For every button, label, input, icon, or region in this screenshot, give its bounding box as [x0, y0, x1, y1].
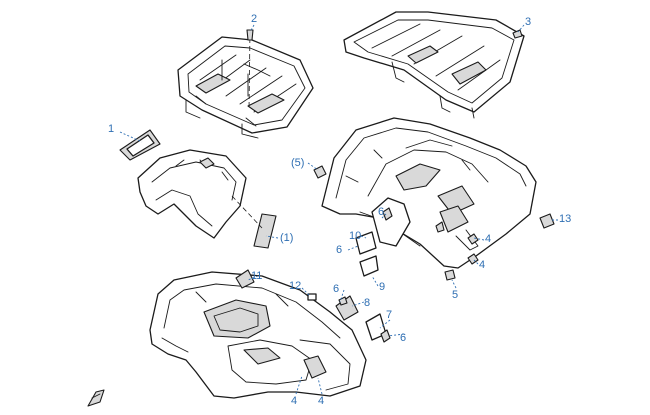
callout-9: 9: [379, 281, 385, 293]
callout-2: 2: [251, 13, 257, 25]
front-body-panel: [149, 271, 367, 399]
leader-line-7: [451, 279, 457, 289]
decal-5: [444, 269, 456, 281]
callout-4b: 4: [479, 259, 485, 271]
decal-1-paren: [253, 213, 277, 249]
callout-13: 13: [559, 213, 571, 225]
leader-line-18: [247, 275, 259, 281]
decal-11: [235, 269, 255, 289]
rack-bolt: [246, 29, 254, 41]
screw-4-upper: [467, 233, 479, 245]
clip-6-mid: [338, 296, 348, 306]
decal-dash-line: [231, 195, 263, 229]
decal-5-small: [313, 165, 327, 179]
screw-4-lower: [467, 253, 479, 265]
callout-8: 8: [364, 297, 370, 309]
callout-4d: 4: [318, 395, 324, 407]
front-rack-clip: [512, 29, 523, 39]
callout-6b: 6: [336, 244, 342, 256]
callout-12: 12: [289, 280, 301, 292]
leader-line-2: [517, 24, 525, 33]
callout-6c: 6: [333, 283, 339, 295]
leader-line-10: [381, 213, 387, 219]
leader-line-11: [347, 245, 359, 251]
screw-4-side: [435, 221, 445, 233]
callout-6a: 6: [378, 206, 384, 218]
callout-5p: (5): [291, 157, 304, 169]
leader-line-6: [317, 377, 323, 395]
leader-line-1: [249, 24, 255, 33]
callout-10: 10: [349, 230, 361, 242]
leader-line-17: [360, 235, 367, 239]
rack-fastener-line: [248, 29, 251, 111]
clip-6-lower: [380, 329, 391, 343]
callout-7: 7: [386, 309, 392, 321]
callout-11: 11: [251, 270, 262, 282]
callout-4c: 4: [291, 395, 297, 407]
front-arrow-icon: [87, 389, 105, 407]
callout-6d: 6: [400, 332, 406, 344]
callout-1: 1: [108, 123, 114, 135]
clip-13: [539, 213, 555, 229]
callout-3: 3: [525, 16, 531, 28]
leader-line-16: [371, 275, 379, 287]
front-carrier-rack: [343, 11, 525, 119]
callout-leaders: [119, 24, 558, 395]
callout-labels: 1 2 3 4 4 4 4 5 (5) (1) 6 6 6 6 7 8 9 10…: [108, 13, 571, 407]
decal-1-inner: [126, 134, 155, 157]
leader-line-4: [473, 259, 479, 265]
callout-5: 5: [452, 289, 458, 301]
rear-fender-upper: [137, 149, 247, 239]
fastener-12: [307, 293, 317, 301]
leader-line-5: [295, 375, 303, 395]
front-fender: [321, 117, 537, 269]
leader-line-0: [119, 131, 143, 143]
callout-4a: 4: [485, 233, 491, 245]
leader-line-3: [473, 237, 485, 241]
callout-1p: (1): [280, 232, 293, 244]
leader-line-13: [387, 333, 405, 337]
leader-line-19: [301, 287, 311, 297]
rear-carrier-rack: [177, 36, 314, 139]
reflector-9: [359, 255, 379, 277]
clip-6: [382, 207, 393, 221]
inner-mud-guard: [371, 197, 411, 247]
reflector-10: [355, 231, 377, 255]
